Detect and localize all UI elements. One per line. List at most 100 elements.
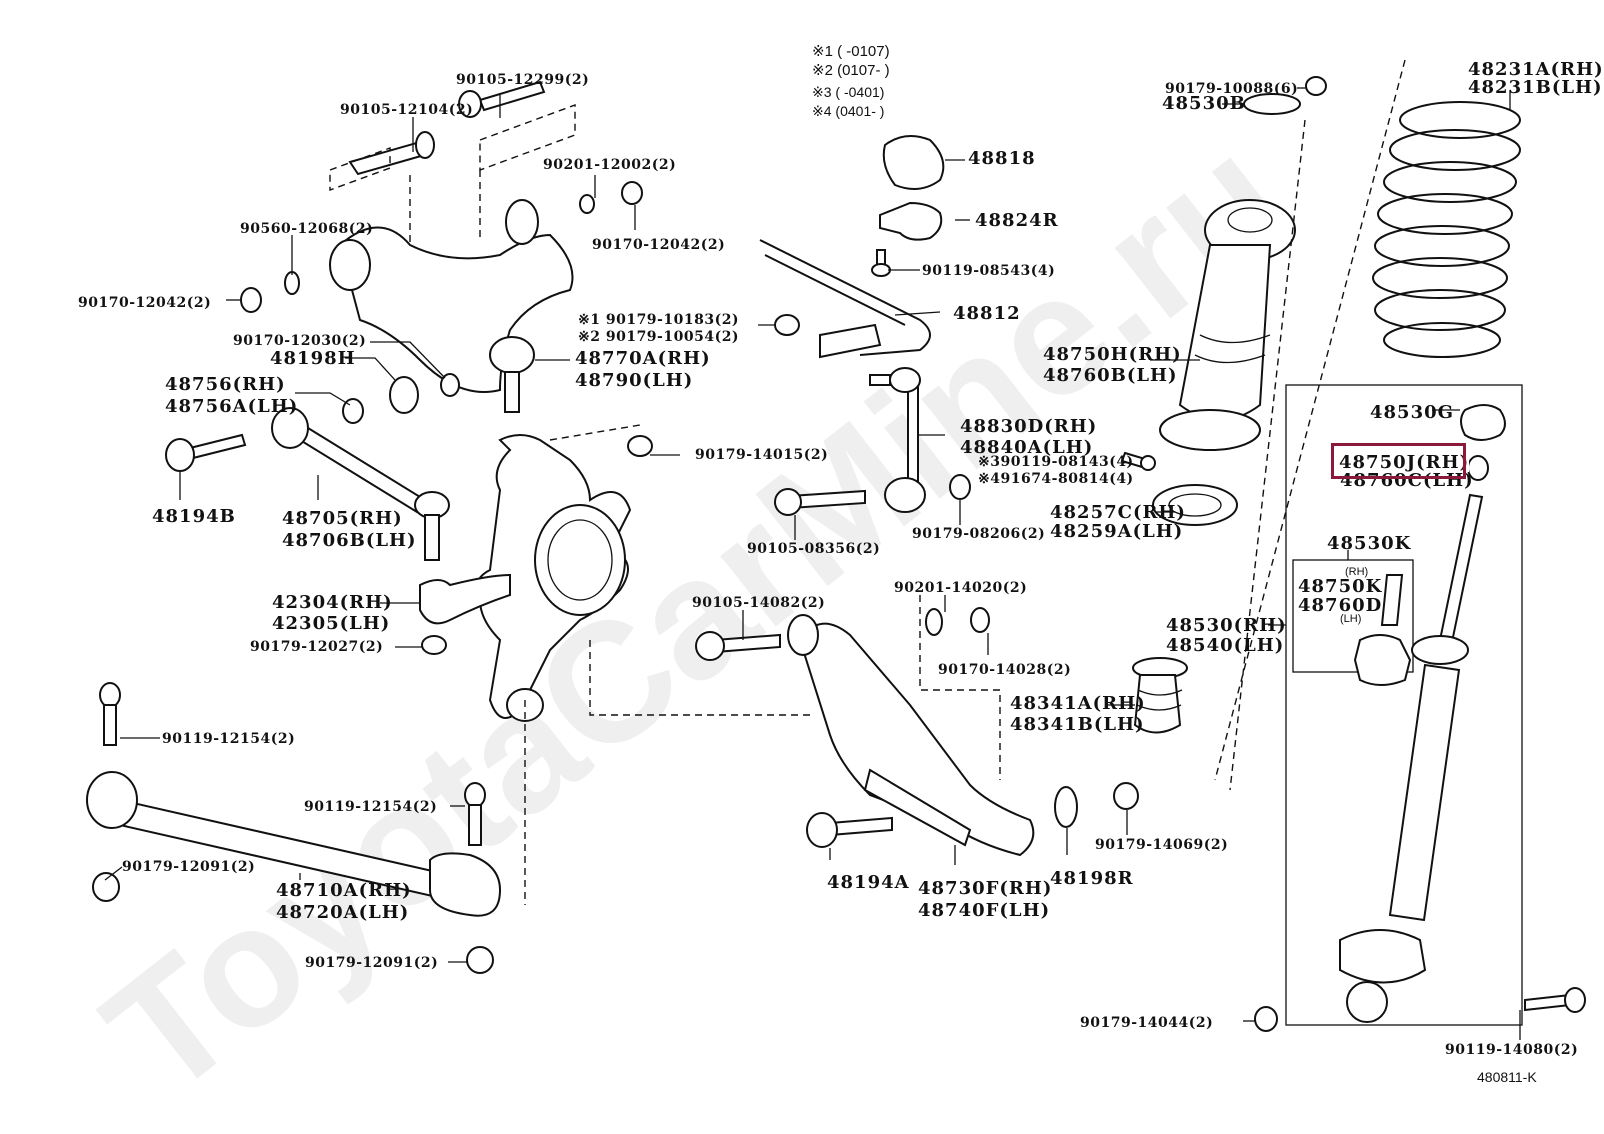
part-label[interactable]: 90170-12030(2)	[233, 333, 367, 349]
washer-90560-12068-icon	[284, 271, 300, 295]
part-label[interactable]: 90179-12091(2)	[305, 955, 439, 971]
bolt-90119-08143-icon	[1120, 451, 1156, 471]
nut-90179-14015-icon	[627, 435, 653, 457]
bump-stop-48341a-icon	[1132, 657, 1188, 734]
nut-90179-10088-icon	[1305, 76, 1327, 96]
part-label[interactable]: 48760D	[1298, 595, 1383, 616]
ball-joint-48770a-icon	[489, 336, 535, 413]
part-label[interactable]: 48740F(LH)	[918, 900, 1051, 921]
part-label[interactable]: 48341B(LH)	[1010, 714, 1145, 735]
part-label[interactable]: 90201-14020(2)	[894, 580, 1028, 596]
part-label[interactable]: 48705(RH)	[282, 508, 403, 529]
part-label[interactable]: 48710A(RH)	[276, 880, 412, 901]
highlight-box	[1331, 443, 1466, 479]
part-label[interactable]: 48730F(RH)	[918, 878, 1053, 899]
part-label[interactable]: 48760B(LH)	[1043, 365, 1178, 386]
bump-stopper-48750k-icon	[1380, 574, 1404, 626]
part-label[interactable]: 90560-12068(2)	[240, 221, 374, 237]
part-label[interactable]: 90170-12042(2)	[78, 295, 212, 311]
part-label[interactable]: 90179-12091(2)	[122, 859, 256, 875]
bracket-48824r-icon	[879, 201, 943, 241]
nut-90170-12030-icon	[440, 373, 460, 397]
knuckle-42304-icon	[419, 434, 632, 722]
part-label[interactable]: 48770A(RH)	[575, 348, 711, 369]
nut-90179-12027-icon	[421, 635, 447, 655]
part-label[interactable]: 90119-12154(2)	[304, 799, 438, 815]
part-label[interactable]: 48530K	[1327, 533, 1412, 554]
lower-arm-48730f-icon	[787, 614, 1035, 857]
bolt-90119-12154-left-icon	[99, 682, 121, 746]
part-label[interactable]: 48830D(RH)	[960, 416, 1098, 437]
part-label[interactable]: 48231A(RH)	[1468, 59, 1604, 80]
stabilizer-bar-48812-icon	[759, 239, 931, 359]
part-label[interactable]: 90105-08356(2)	[747, 541, 881, 557]
part-label[interactable]: 48818	[968, 148, 1036, 169]
part-label[interactable]: 90105-12104(2)	[340, 102, 474, 118]
part-label[interactable]: 48750H(RH)	[1043, 344, 1182, 365]
shock-kit-48530k-box	[1292, 559, 1414, 673]
part-label[interactable]: 48194A	[827, 872, 910, 893]
part-label[interactable]: 90119-14080(2)	[1445, 1042, 1579, 1058]
part-label[interactable]: 48198H	[270, 348, 356, 369]
bolt-90105-08356-icon	[774, 488, 866, 516]
toe-control-arm-icon	[271, 407, 450, 561]
part-label[interactable]: 48706B(LH)	[282, 530, 417, 551]
part-label[interactable]: 48790(LH)	[575, 370, 694, 391]
bolt-90119-08543-icon	[871, 249, 891, 277]
part-label[interactable]: 48720A(LH)	[276, 902, 410, 923]
part-label[interactable]: 90179-08206(2)	[912, 526, 1046, 542]
part-label[interactable]: 90179-14044(2)	[1080, 1015, 1214, 1031]
part-label[interactable]: ※491674-80814(4)	[978, 471, 1134, 487]
part-label[interactable]: 90179-14015(2)	[695, 447, 829, 463]
part-label[interactable]: 42305(LH)	[272, 613, 391, 634]
part-label[interactable]: 90201-12002(2)	[543, 157, 677, 173]
bolt-48194b-icon	[165, 433, 247, 472]
part-label[interactable]: 90105-12299(2)	[456, 72, 590, 88]
part-label-highlighted[interactable]: 48750J(RH)	[1339, 452, 1470, 473]
part-label[interactable]: 48824R	[975, 210, 1059, 231]
bolt-48194a-icon	[806, 812, 893, 848]
nut-90179-12091-left-icon	[92, 872, 120, 902]
diagram-code: 480811-K	[1477, 1069, 1537, 1085]
part-label[interactable]: 90119-08543(4)	[922, 263, 1056, 279]
nut-90179-14069-icon	[1113, 782, 1139, 810]
washer-90201-12002-icon	[579, 194, 595, 214]
part-label[interactable]: 48530B	[1162, 93, 1246, 114]
nut-90179-14044-icon	[1254, 1006, 1278, 1032]
part-label[interactable]: 48259A(LH)	[1050, 521, 1184, 542]
part-label[interactable]: 90170-12042(2)	[592, 237, 726, 253]
part-label[interactable]: 48756(RH)	[165, 374, 286, 395]
upper-mount-48750h-icon	[1159, 199, 1296, 451]
part-label[interactable]: 48540(LH)	[1166, 635, 1285, 656]
washer-90201-14020-icon	[925, 608, 943, 636]
stabilizer-link-48830d-icon	[869, 367, 926, 513]
part-label[interactable]: 90179-12027(2)	[250, 639, 384, 655]
part-label[interactable]: 90170-14028(2)	[938, 662, 1072, 678]
part-label[interactable]: 48198R	[1050, 868, 1134, 889]
nut-90179-12091-right-icon	[466, 946, 494, 974]
part-label[interactable]: ※2 90179-10054(2)	[578, 329, 740, 345]
part-label[interactable]: 48750K	[1298, 576, 1383, 597]
part-label[interactable]: 48231B(LH)	[1468, 77, 1603, 98]
part-label[interactable]: 48530(RH)	[1166, 615, 1287, 636]
note-3: ※3 ( -0401)	[812, 84, 885, 100]
part-label[interactable]: 90105-14082(2)	[692, 595, 826, 611]
part-label[interactable]: 90179-10088(6)	[1165, 81, 1299, 97]
part-label[interactable]: 48812	[953, 303, 1021, 324]
washer-48530b-icon	[1243, 93, 1301, 115]
part-label[interactable]: ※1 90179-10183(2)	[578, 312, 740, 328]
washer-48756-icon	[342, 398, 364, 424]
bushing-48818-icon	[882, 135, 945, 190]
part-label[interactable]: 48840A(LH)	[960, 437, 1094, 458]
part-label[interactable]: ※390119-08143(4)	[978, 454, 1134, 470]
part-label[interactable]: 42304(RH)	[272, 592, 393, 613]
part-label[interactable]: 48756A(LH)	[165, 396, 299, 417]
insulator-48257c-icon	[1152, 484, 1238, 526]
part-label[interactable]: 48341A(RH)	[1010, 693, 1146, 714]
part-label[interactable]: 48530G	[1370, 402, 1454, 423]
part-label[interactable]: 48257C(RH)	[1050, 502, 1186, 523]
part-label[interactable]: 90119-12154(2)	[162, 731, 296, 747]
nut-90170-12042-icon	[240, 287, 262, 313]
part-label[interactable]: 90179-14069(2)	[1095, 837, 1229, 853]
part-label[interactable]: 48194B	[152, 506, 236, 527]
